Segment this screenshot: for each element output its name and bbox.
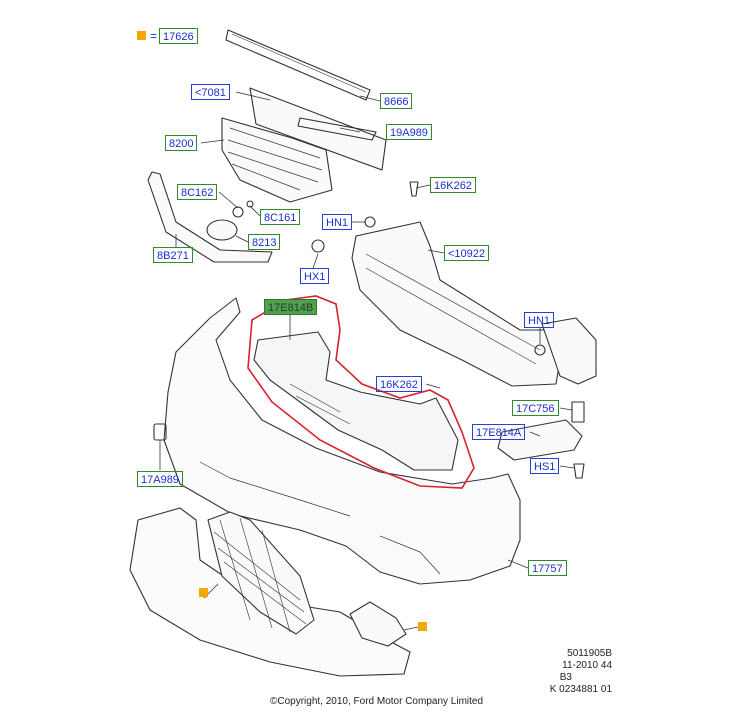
copyright: ©Copyright, 2010, Ford Motor Company Lim… [270, 696, 484, 707]
bumper-reinforcement-beam [351, 221, 561, 387]
callout-8666[interactable]: 8666 [380, 93, 413, 109]
callout-17E814B[interactable]: 17E814B [264, 299, 318, 315]
callout-16K262-upper[interactable]: 16K262 [430, 177, 476, 193]
callout-8200[interactable]: 8200 [165, 135, 198, 151]
emblem [206, 219, 238, 241]
legend-equals: = [150, 29, 158, 43]
callout-8213[interactable]: 8213 [248, 234, 281, 250]
callout-HX1[interactable]: HX1 [300, 268, 330, 284]
legend-marker [137, 31, 146, 40]
marker-fog-lamp [418, 622, 427, 631]
callout-HN1-lower[interactable]: HN1 [524, 312, 555, 328]
callout-17E814A[interactable]: 17E814A [472, 424, 526, 440]
callout-16K262-lower[interactable]: 16K262 [376, 376, 422, 392]
fog-lamp-bezel [349, 601, 407, 647]
lower-grille-support [253, 331, 459, 471]
callout-8B271[interactable]: 8B271 [153, 247, 193, 263]
callout-8C162[interactable]: 8C162 [177, 184, 218, 200]
callout-17A989[interactable]: 17A989 [137, 471, 183, 487]
callout-19A989[interactable]: 19A989 [386, 124, 432, 140]
callout-7081[interactable]: <7081 [191, 84, 230, 100]
callout-8C161[interactable]: 8C161 [260, 209, 301, 225]
lower-grille [207, 511, 315, 635]
ref-line-3: B3 [559, 672, 572, 683]
callout-HS1[interactable]: HS1 [530, 458, 560, 474]
grille-upper-panel [249, 87, 387, 171]
lower-spoiler [129, 507, 411, 677]
ref-line-2: 11-2010 44 [562, 660, 612, 671]
radiator-grille [221, 117, 333, 203]
callout-17757[interactable]: 17757 [528, 560, 567, 576]
callout-17626[interactable]: 17626 [159, 28, 198, 44]
reference-block: 5011905B 11-2010 44 B3 K 0234881 01 [520, 648, 612, 696]
upper-moulding-strip [225, 29, 371, 101]
bumper-cover [163, 297, 521, 585]
headlamp-trim [147, 171, 273, 263]
callout-10922[interactable]: <10922 [444, 245, 490, 261]
callout-17C756[interactable]: 17C756 [512, 400, 559, 416]
callout-HN1-upper[interactable]: HN1 [322, 214, 353, 230]
highlight-outline [247, 295, 475, 489]
ref-line-4: K 0234881 01 [549, 684, 612, 695]
ref-line-1: 5011905B [567, 648, 612, 659]
marker-lower-grille [199, 588, 208, 597]
